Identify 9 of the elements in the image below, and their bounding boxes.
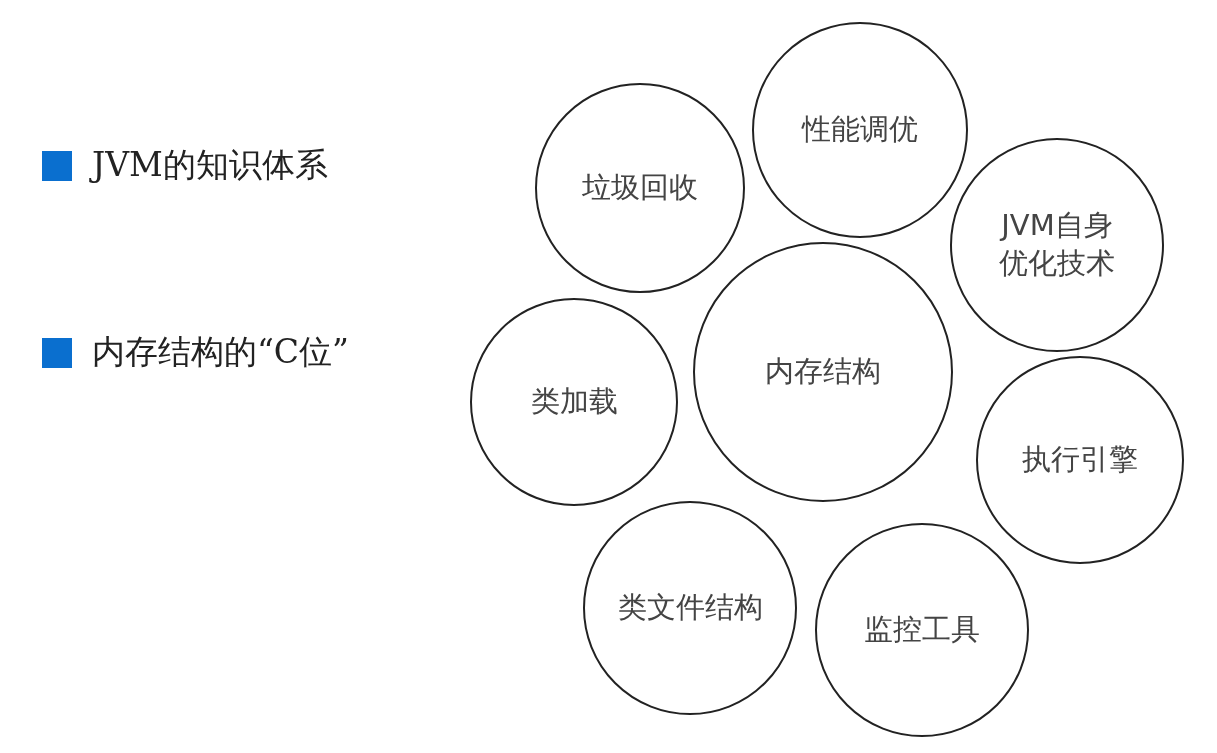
topic-label: 执行引擎 — [1022, 441, 1138, 479]
bullet-text: 内存结构的“C位” — [92, 331, 349, 373]
topic-label: 监控工具 — [864, 611, 980, 649]
topic-label: 类文件结构 — [617, 589, 763, 627]
topic-label: 垃圾回收 — [582, 169, 698, 207]
topic-label: 内存结构 — [765, 353, 881, 391]
topic-label: 类加载 — [530, 383, 618, 421]
topic-label: JVM自身优化技术 — [998, 207, 1116, 282]
topic-label: 性能调优 — [802, 111, 918, 149]
